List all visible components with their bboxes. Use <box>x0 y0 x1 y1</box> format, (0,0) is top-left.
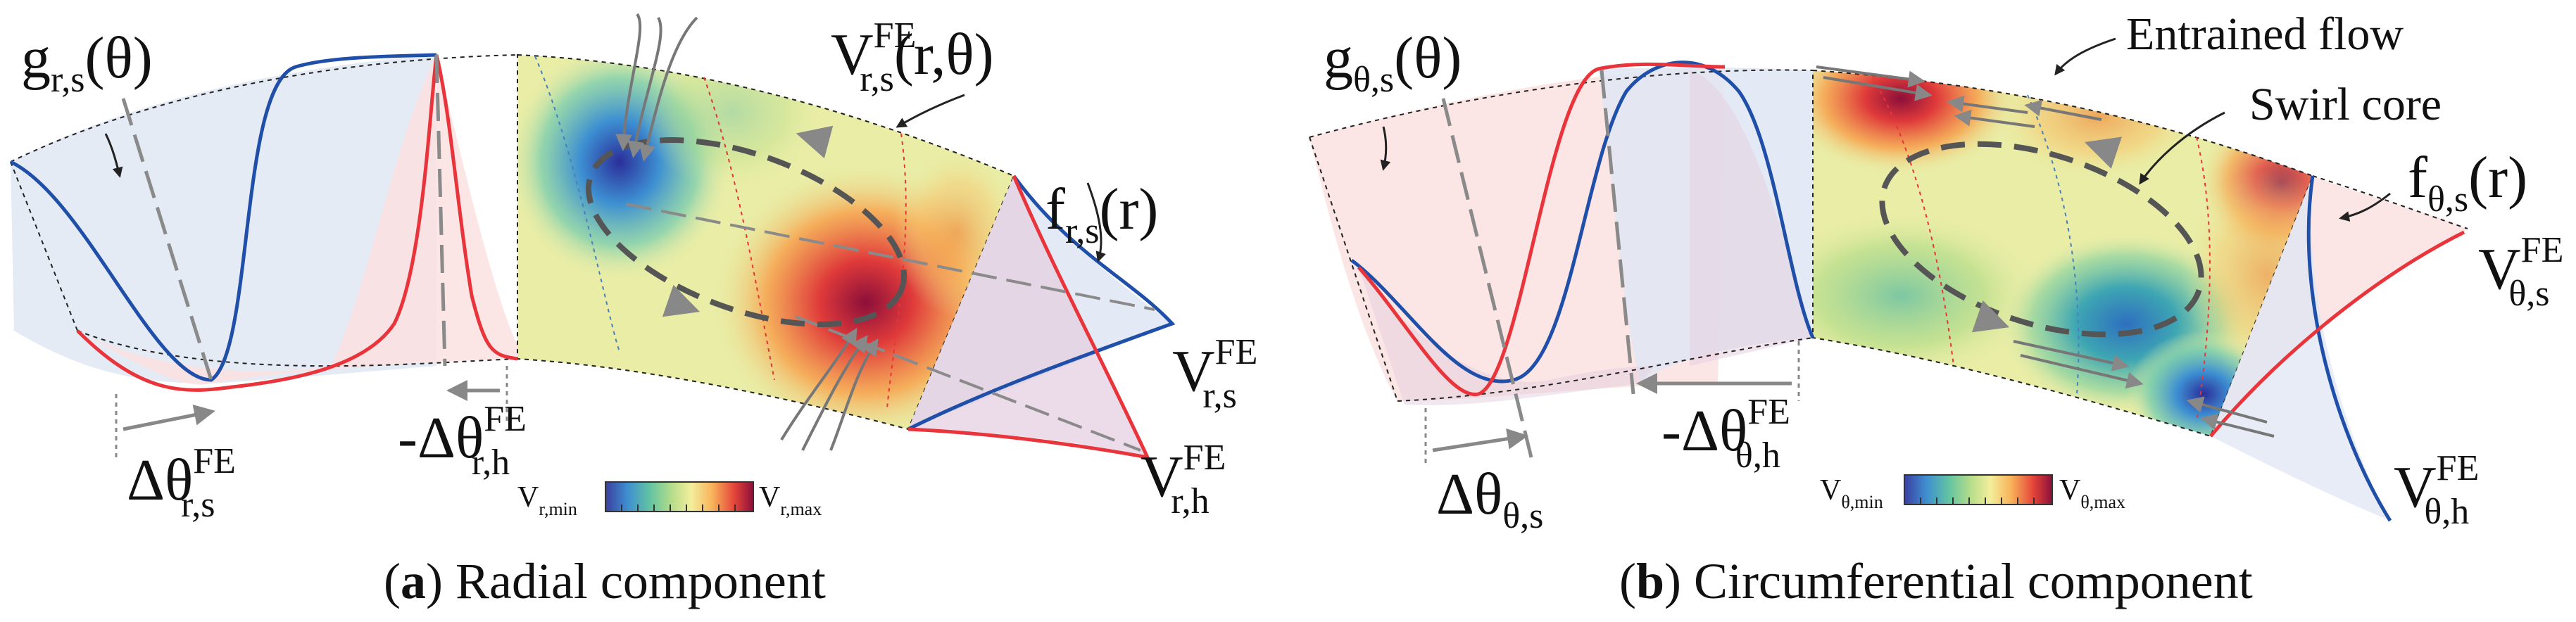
dash-guide-s <box>1441 98 1533 458</box>
f-profile-fill-blue <box>2211 176 2390 521</box>
red-velocity-curve-right <box>2209 230 2465 438</box>
f-profile-fill-red <box>908 176 1148 457</box>
f-leader-arrow <box>1086 182 1106 262</box>
vortex-loop <box>1879 141 2204 338</box>
shroud-guide-line <box>1309 69 1814 138</box>
panel-b: gθ,s(θ) Entrained flow Swirl core fθ,s(r… <box>1309 8 2563 609</box>
caption-b: (b) Circumferential component <box>1619 553 2253 609</box>
red-velocity-curve <box>76 54 518 392</box>
blue-velocity-curve <box>1350 61 1815 383</box>
colorbar-a: Vr,min Vr,max <box>517 481 822 519</box>
f-leader-arrow <box>2339 192 2391 222</box>
right-guide-line <box>2312 175 2468 229</box>
dtheta-s-label: Δθθ,s <box>1436 462 1543 536</box>
shroud-guide-line <box>10 54 518 163</box>
g-profile-fill <box>11 55 436 383</box>
swirl-leader-arrow <box>2139 111 2225 185</box>
f-label: fθ,s(r) <box>2408 145 2527 220</box>
inflow-arrows <box>615 13 879 451</box>
blue-velocity-curve <box>9 53 437 382</box>
vortex-arrow-bottom <box>1971 300 2010 333</box>
swirl-label: Swirl core <box>2249 79 2442 130</box>
entrained-leader-arrow <box>2054 37 2116 76</box>
vortex-arrow-top <box>2084 137 2123 169</box>
colorbar-a-max: Vr,max <box>759 481 822 519</box>
mid-fill-violet <box>1690 70 1813 366</box>
field-outline <box>517 53 1015 431</box>
colorbar-b-min: Vθ,min <box>1820 474 1883 512</box>
g-leader-arrow <box>104 133 123 178</box>
field-leader-arrow <box>896 94 965 128</box>
red-velocity-curve <box>1357 62 1726 397</box>
entrained-label: Entrained flow <box>2126 8 2404 60</box>
dash-guide-h <box>434 54 447 367</box>
f-profile-fill-red <box>2211 176 2466 436</box>
blue-velocity-curve-right <box>907 174 1176 431</box>
dtheta-s-arrow <box>122 404 215 431</box>
left-guide-line <box>1309 137 1398 402</box>
dash-guide-r1 <box>626 203 1155 311</box>
colorbar-b: Vθ,min Vθ,max <box>1820 474 2125 512</box>
dash-guide-h <box>1600 70 1635 395</box>
blue-velocity-curve-right <box>2306 175 2392 522</box>
section-line <box>1872 77 1954 367</box>
hub-profile-fill <box>77 55 517 385</box>
vortex-loop <box>585 137 907 327</box>
colorbar-b-max: Vθ,max <box>2059 474 2125 512</box>
hub-lower-fill <box>1359 267 1654 405</box>
hub-guide-line <box>77 330 518 367</box>
field-outline <box>1812 69 2314 438</box>
colorbar-a-min: Vr,min <box>517 481 577 519</box>
f-label: fr,s(r) <box>1045 177 1158 251</box>
hub-guide-line <box>1397 337 1814 402</box>
vortex-arrow-top <box>796 125 834 159</box>
g-label: gr,s(θ) <box>21 25 153 100</box>
dtheta-s-arrow <box>1432 428 1528 452</box>
red-velocity-curve-right <box>907 175 1151 460</box>
dash-guide-s <box>121 98 213 381</box>
section-line <box>2196 137 2211 423</box>
g-label: gθ,s(θ) <box>1324 25 1462 100</box>
dash-guide-r2 <box>795 315 1141 452</box>
g-leader-arrow <box>1380 126 1391 171</box>
entrained-arrows <box>1816 65 2275 438</box>
vortex-arrow-bottom <box>662 284 700 317</box>
section-line <box>2027 94 2080 395</box>
caption-a: (a) Radial component <box>384 553 826 609</box>
